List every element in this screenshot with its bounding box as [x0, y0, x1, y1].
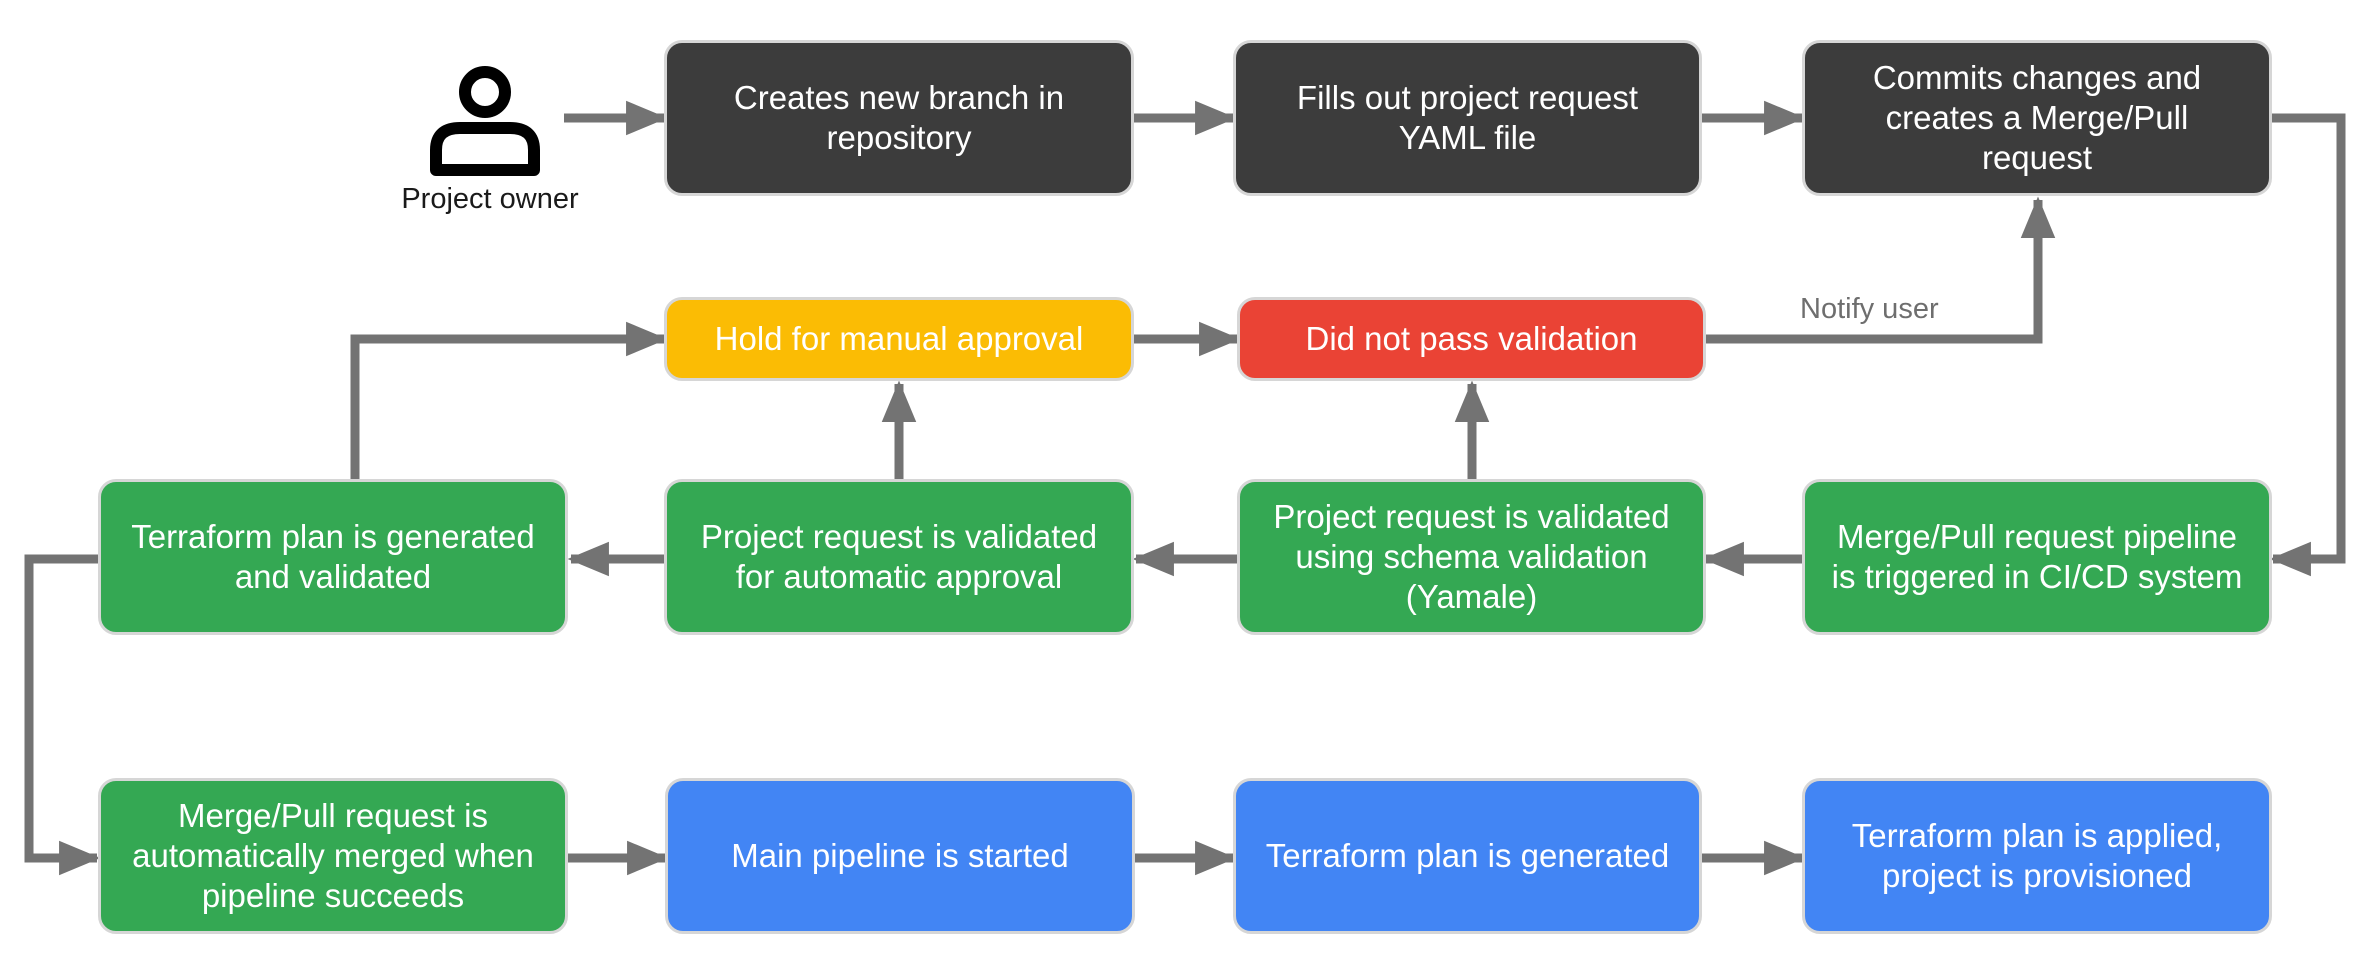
node-fill-yaml-text: Fills out project request YAML file: [1296, 79, 1639, 156]
node-failed-validation: Did not pass validation: [1237, 297, 1706, 381]
node-commit-merge-request-text: Commits changes and creates a Merge/Pull…: [1872, 59, 2202, 176]
node-validated-schema: Project request is validated using schem…: [1237, 479, 1706, 635]
node-validated-automatic: Project request is validated for automat…: [664, 479, 1134, 635]
node-terraform-plan-generated: Terraform plan is generated: [1233, 778, 1702, 934]
arrow-commit-to-mr-pipeline: [2269, 113, 2346, 577]
node-terraform-plan-generated-text: Terraform plan is generated: [1265, 837, 1670, 874]
node-merge-request-pipeline-text: Merge/Pull request pipeline is triggered…: [1831, 518, 2243, 595]
node-terraform-plan-applied: Terraform plan is applied, project is pr…: [1802, 778, 2272, 934]
project-owner-label: Project owner: [401, 183, 579, 215]
node-merge-request-pipeline: Merge/Pull request pipeline is triggered…: [1802, 479, 2272, 635]
node-validated-schema-text: Project request is validated using schem…: [1273, 498, 1670, 615]
node-hold-manual-approval-text: Hold for manual approval: [714, 320, 1084, 357]
node-fill-yaml: Fills out project request YAML file: [1233, 40, 1702, 196]
node-failed-validation-text: Did not pass validation: [1305, 320, 1638, 357]
node-terraform-plan-applied-text: Terraform plan is applied, project is pr…: [1851, 817, 2223, 894]
node-terraform-plan-validated-text: Terraform plan is generated and validate…: [131, 518, 535, 595]
person-icon: [426, 64, 544, 176]
arrow-tfplan-to-merged: [24, 554, 101, 876]
node-validated-automatic-text: Project request is validated for automat…: [700, 518, 1098, 595]
node-terraform-plan-validated: Terraform plan is generated and validate…: [98, 479, 568, 635]
node-auto-merged-text: Merge/Pull request is automatically merg…: [132, 797, 534, 914]
arrow-tfplan-to-hold: [350, 321, 668, 479]
notify-user-label: Notify user: [1800, 293, 1939, 325]
node-commit-merge-request: Commits changes and creates a Merge/Pull…: [1802, 40, 2272, 196]
node-main-pipeline: Main pipeline is started: [665, 778, 1135, 934]
node-hold-manual-approval: Hold for manual approval: [664, 297, 1134, 381]
node-create-branch: Creates new branch in repository: [664, 40, 1134, 196]
node-create-branch-text: Creates new branch in repository: [733, 79, 1065, 156]
node-auto-merged: Merge/Pull request is automatically merg…: [98, 778, 568, 934]
node-main-pipeline-text: Main pipeline is started: [731, 837, 1069, 874]
arrow-failed-to-commit: [1706, 196, 2056, 344]
